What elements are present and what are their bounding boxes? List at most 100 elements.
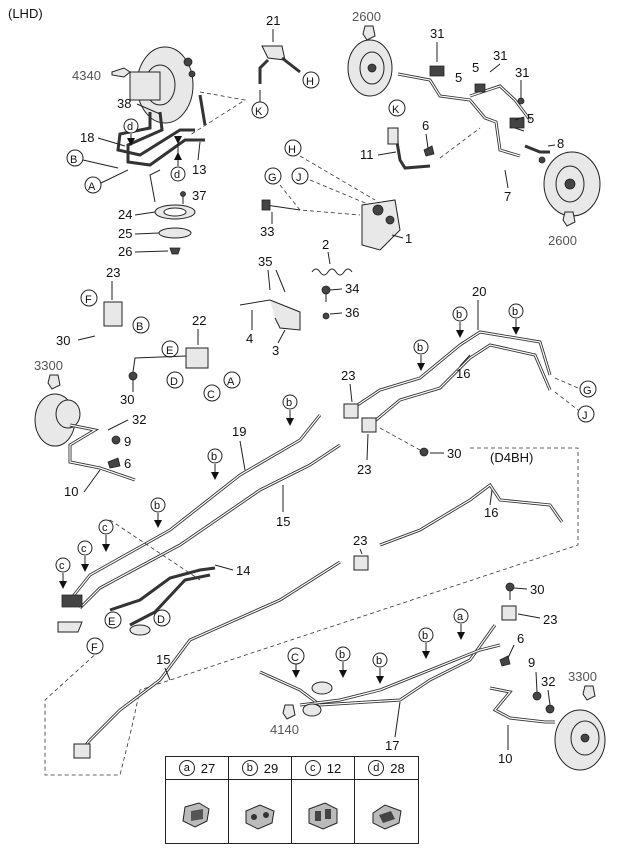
part-9-a-label: 9: [124, 434, 131, 449]
legend-letter-d: d: [368, 760, 385, 776]
connector-K-right: K: [388, 99, 406, 117]
joint-23-a: [103, 301, 123, 327]
part-2-label: 2: [322, 237, 329, 252]
drive-side-label: (LHD): [8, 6, 43, 21]
svg-text:K: K: [392, 104, 400, 116]
clip-callout-c-2: c: [77, 540, 93, 572]
part-2600-top-label: 2600: [352, 9, 381, 24]
block-22: [185, 347, 209, 369]
legend-part-29: 29: [263, 760, 279, 776]
part-3-label: 3: [272, 343, 279, 358]
svg-text:B: B: [70, 154, 77, 166]
connector-G-mid: G: [264, 167, 282, 185]
legend-cell-d: d 28: [355, 757, 418, 843]
part-23-a-label: 23: [106, 265, 120, 280]
part-11-label: 11: [360, 147, 374, 162]
connector-G-right: G: [579, 380, 597, 398]
svg-text:J: J: [582, 410, 588, 422]
joint-23-b: [343, 403, 359, 419]
connector-E-bottom: E: [104, 611, 122, 629]
connector-F-left: F: [80, 289, 98, 307]
part-22-label: 22: [192, 313, 206, 328]
part-4340-label: 4340: [72, 68, 101, 83]
joint-23-e: [501, 605, 517, 621]
bolt-33: [261, 199, 271, 211]
connector-D-bottom: D: [153, 609, 171, 627]
svg-text:b: b: [339, 649, 345, 661]
connector-F-bottom: F: [86, 637, 104, 655]
svg-text:G: G: [583, 385, 592, 397]
svg-text:F: F: [91, 642, 98, 654]
part-23-c-label: 23: [357, 462, 371, 477]
connector-D-left: D: [166, 371, 184, 389]
d4bh-label: (D4BH): [490, 450, 533, 465]
part-37-label: 37: [192, 188, 206, 203]
bracket-3: [269, 299, 301, 331]
legend-letter-b: b: [241, 760, 258, 776]
connector-A-top: A: [84, 169, 129, 194]
clip-5-c: [509, 117, 525, 129]
svg-text:c: c: [59, 560, 65, 572]
legend-letter-c: c: [304, 760, 321, 776]
joint-23-d: [353, 555, 369, 571]
clip-5-a: [429, 65, 445, 77]
clip-6-a: [423, 145, 435, 157]
nut-36: [322, 312, 330, 320]
front-brake-disc: [347, 39, 393, 97]
svg-text:A: A: [88, 181, 96, 193]
part-25-label: 25: [118, 226, 132, 241]
part-10-b-label: 10: [498, 751, 512, 766]
arrow-tag-icon: [582, 685, 596, 701]
part-34-label: 34: [345, 281, 359, 296]
part-3300-left-label: 3300: [34, 358, 63, 373]
part-4140-label: 4140: [270, 722, 299, 737]
part-32-a-label: 32: [132, 412, 146, 427]
svg-text:b: b: [417, 342, 423, 354]
connector-C-left: C: [203, 384, 221, 402]
part-31-b-label: 31: [493, 48, 507, 63]
connector-d-top: d: [123, 118, 139, 146]
legend-letter-a: a: [178, 760, 195, 776]
part-9-b-label: 9: [528, 655, 535, 670]
part-35-label: 35: [258, 254, 272, 269]
clip-callout-a-1: a: [453, 608, 469, 640]
svg-text:J: J: [296, 172, 302, 184]
arrow-tag-icon: [282, 704, 296, 720]
part-16-a-label: 16: [456, 366, 470, 381]
clip-callout-c-1: c: [98, 519, 114, 552]
svg-text:G: G: [268, 172, 277, 184]
part-16-b-label: 16: [484, 505, 498, 520]
legend-cell-b: b 29: [229, 757, 292, 843]
clip-6-b: [107, 457, 121, 469]
clip-callout-b-8: b: [372, 652, 388, 684]
legend-part-27: 27: [200, 760, 216, 776]
part-7-label: 7: [504, 189, 511, 204]
clip-legend-table: a 27 b 29 c 12 d 28: [165, 756, 419, 844]
part-26-label: 26: [118, 244, 132, 259]
part-30-b-label: 30: [120, 392, 134, 407]
connector-J-mid: J: [291, 167, 309, 185]
part-6-b-label: 6: [124, 456, 131, 471]
connector-H-top: H: [302, 71, 320, 89]
svg-text:K: K: [255, 106, 263, 118]
brake-booster-assembly: [129, 46, 196, 124]
svg-text:B: B: [136, 321, 143, 333]
connector-H-mid: H: [284, 139, 302, 157]
connector-K-top: K: [251, 90, 269, 119]
part-23-d-label: 23: [353, 533, 367, 548]
clip-5-b: [474, 83, 486, 93]
svg-text:c: c: [81, 543, 87, 555]
part-4-label: 4: [246, 331, 253, 346]
rear-right-brake-disc: [543, 151, 601, 217]
part-6-a-label: 6: [422, 118, 429, 133]
part-36-label: 36: [345, 305, 359, 320]
part-17-label: 17: [385, 738, 399, 753]
part-15-a-label: 15: [276, 514, 290, 529]
part-14-label: 14: [236, 563, 250, 578]
plug-26: [169, 247, 181, 255]
part-23-b-label: 23: [341, 368, 355, 383]
grommet-25: [158, 227, 192, 239]
clip-callout-b-5: b: [508, 303, 524, 335]
legend-cell-c: c 12: [292, 757, 355, 843]
